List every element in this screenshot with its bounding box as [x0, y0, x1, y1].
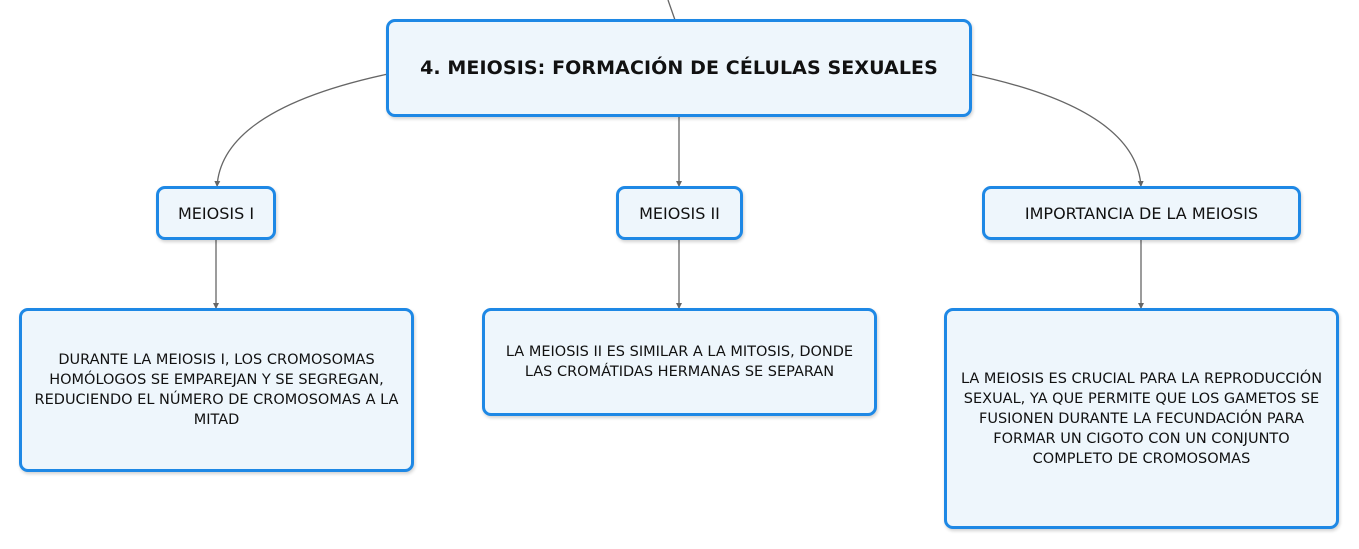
detail-node-meiosis-i[interactable]: DURANTE LA MEIOSIS I, LOS CROMOSOMAS HOM…	[19, 308, 414, 472]
root-node[interactable]: 4. MEIOSIS: FORMACIÓN DE CÉLULAS SEXUALE…	[386, 19, 972, 117]
branch-label: MEIOSIS II	[639, 203, 720, 223]
detail-text: LA MEIOSIS ES CRUCIAL PARA LA REPRODUCCI…	[960, 370, 1323, 467]
detail-text: DURANTE LA MEIOSIS I, LOS CROMOSOMAS HOM…	[34, 352, 399, 428]
connector-root-meiosis-i	[214, 73, 389, 188]
parent-connector	[667, 0, 676, 21]
detail-text: LA MEIOSIS II ES SIMILAR A LA MITOSIS, D…	[505, 344, 854, 380]
branch-node-meiosis-i[interactable]: MEIOSIS I	[156, 186, 276, 240]
branch-node-importancia[interactable]: IMPORTANCIA DE LA MEIOSIS	[982, 186, 1301, 240]
connector-root-importancia	[969, 73, 1144, 188]
branch-node-meiosis-ii[interactable]: MEIOSIS II	[616, 186, 743, 240]
branch-label: MEIOSIS I	[177, 203, 255, 223]
root-label: 4. MEIOSIS: FORMACIÓN DE CÉLULAS SEXUALE…	[420, 57, 938, 79]
detail-node-importancia[interactable]: LA MEIOSIS ES CRUCIAL PARA LA REPRODUCCI…	[944, 308, 1339, 529]
detail-node-meiosis-ii[interactable]: LA MEIOSIS II ES SIMILAR A LA MITOSIS, D…	[482, 308, 877, 416]
branch-label: IMPORTANCIA DE LA MEIOSIS	[1024, 203, 1259, 223]
